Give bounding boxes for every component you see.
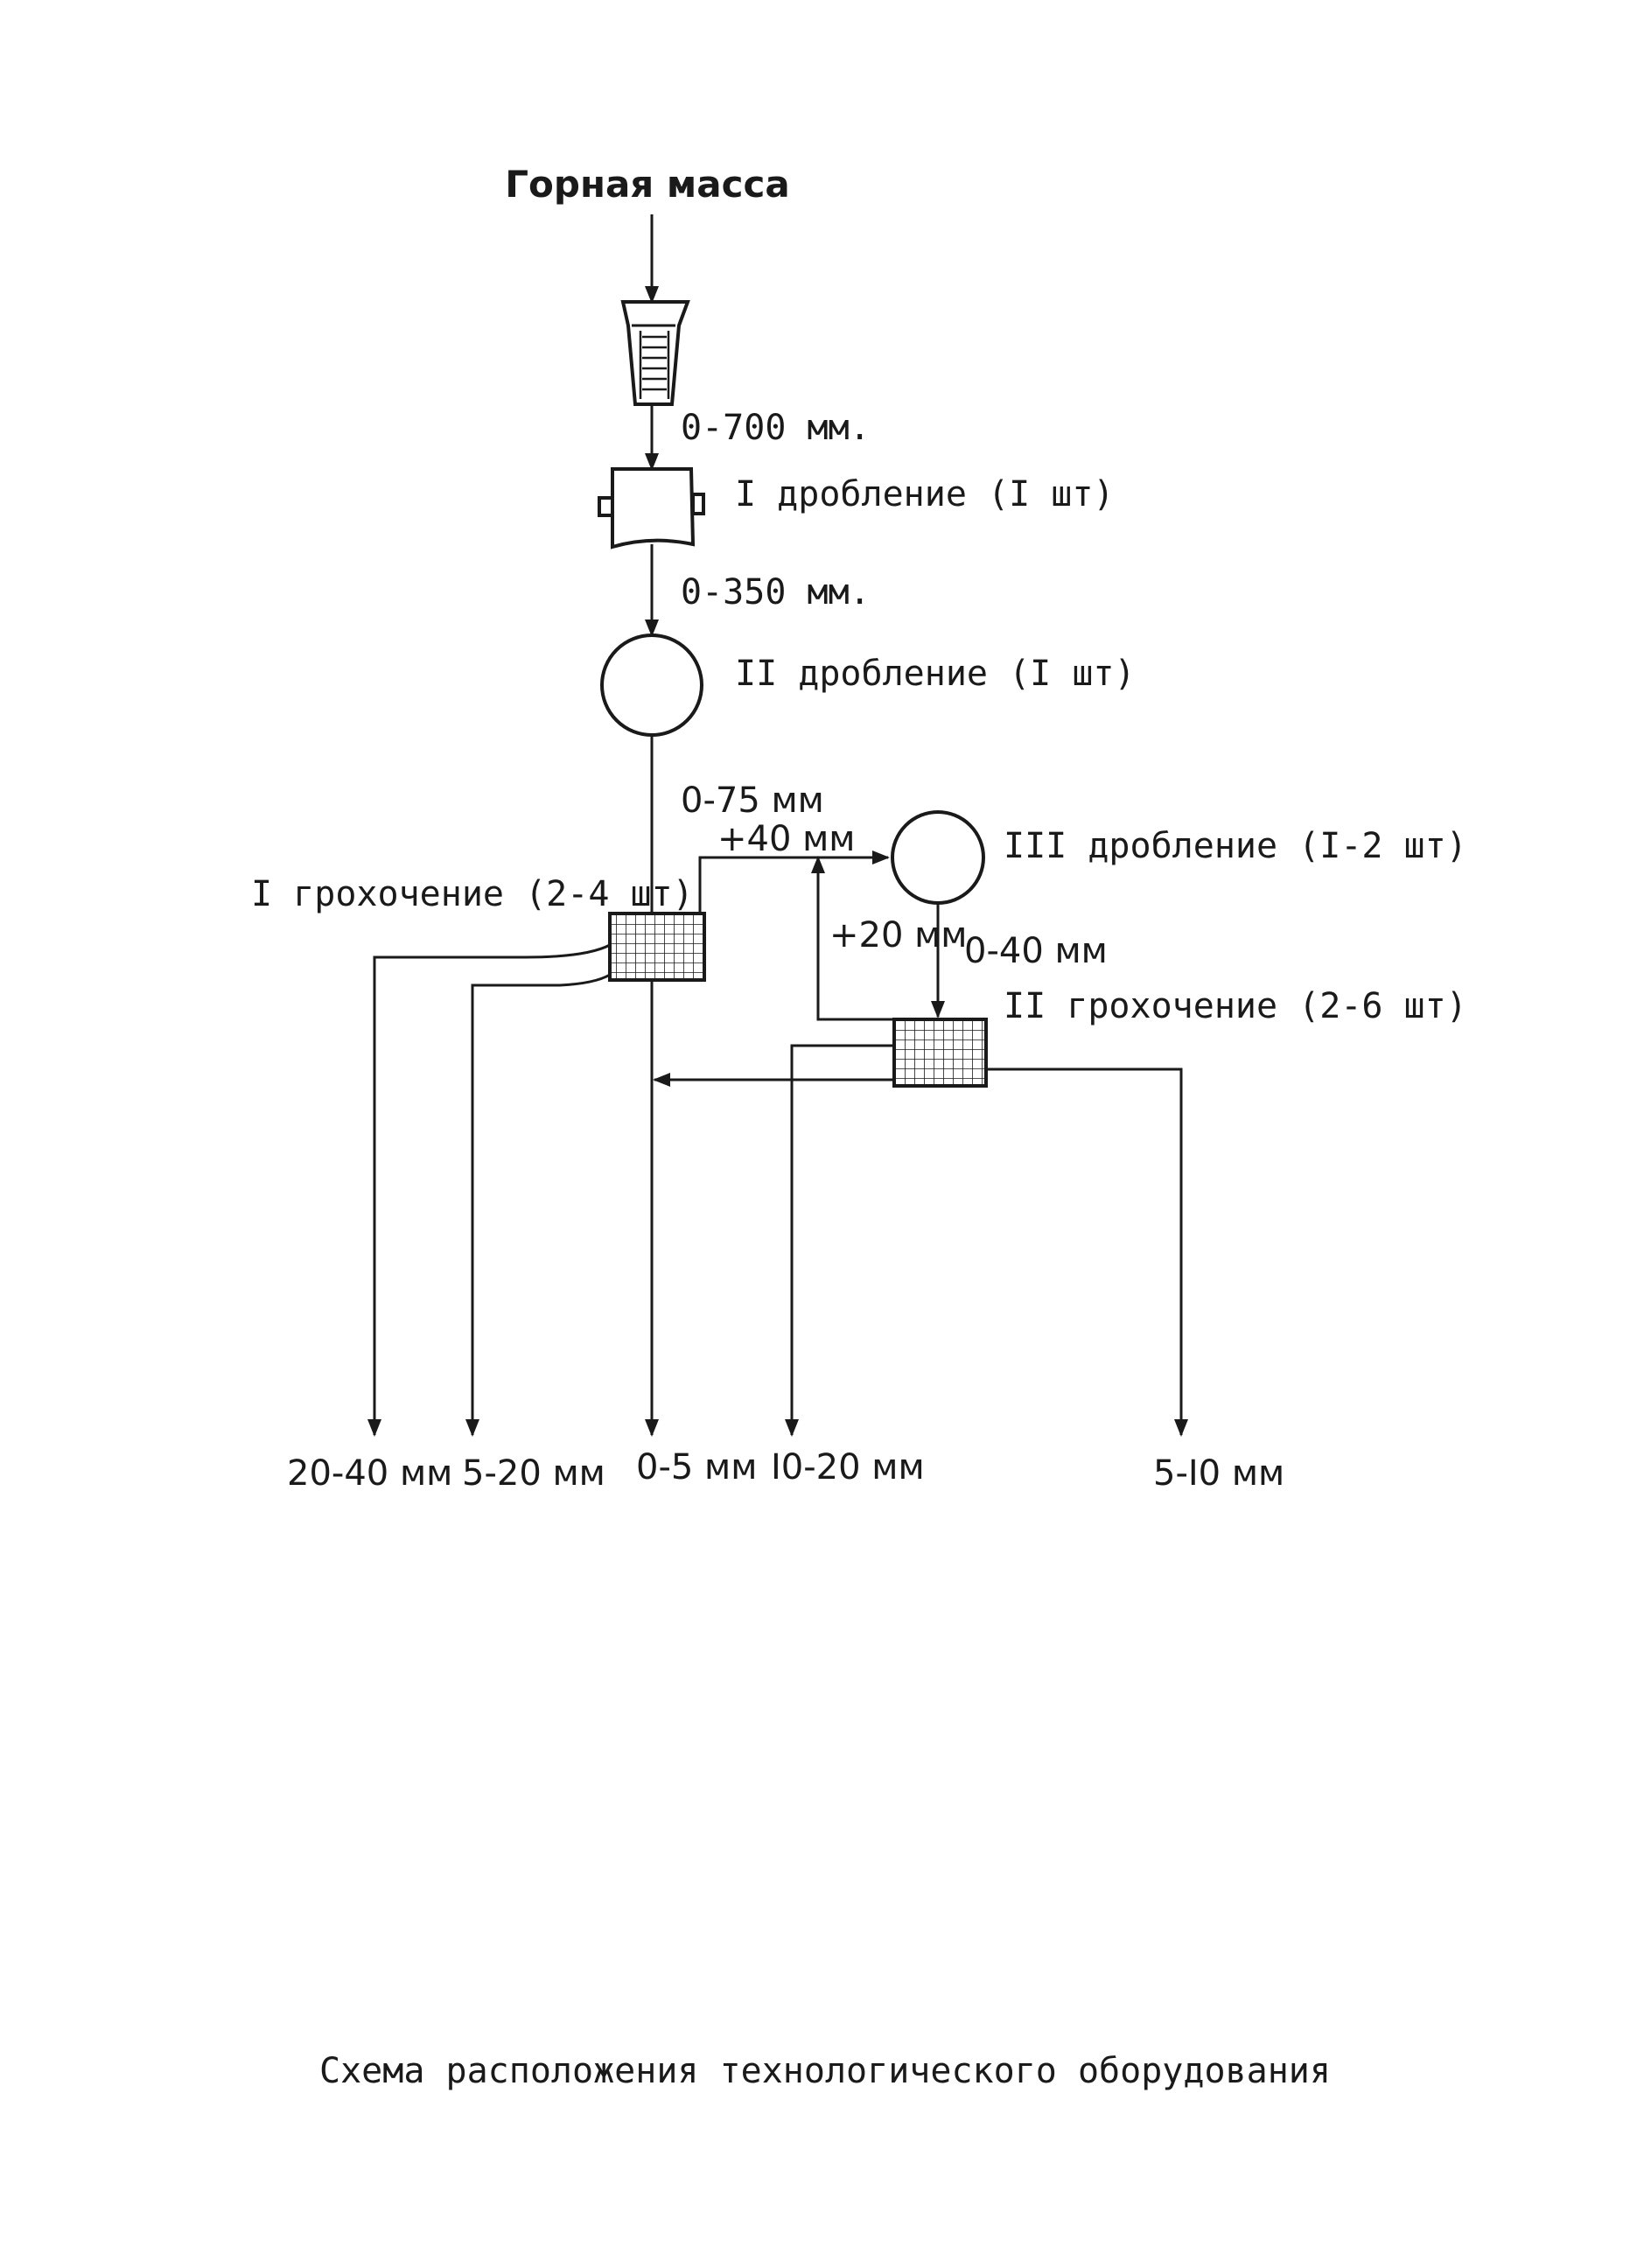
flow-line-oversize <box>698 850 890 914</box>
flow-line-5-20 <box>465 973 611 1437</box>
crusher2-label: II дробление (I шт) <box>735 654 1136 694</box>
size-label-0-350: 0-350 мм. <box>681 572 871 612</box>
size-label-plus-20: +20 мм <box>829 915 967 956</box>
vibrating-screen-icon <box>608 912 706 982</box>
cone-crusher-icon <box>891 810 985 905</box>
crusher1-label: I дробление (I шт) <box>735 474 1114 514</box>
output-label: 5-I0 мм <box>1153 1453 1284 1494</box>
flow-line-5-10 <box>986 1068 1188 1437</box>
screen1-label: I грохочение (2-4 шт) <box>251 874 694 914</box>
hopper-feeder-icon <box>620 300 690 406</box>
screen2-label: II грохочение (2-6 шт) <box>1004 986 1467 1026</box>
vibrating-screen-icon <box>892 1018 988 1088</box>
output-label: 0-5 мм <box>636 1447 757 1488</box>
output-label: 5-20 мм <box>462 1453 605 1494</box>
size-label-plus-40: +40 мм <box>717 819 855 859</box>
size-label-0-75: 0-75 мм <box>681 780 824 821</box>
size-label-0-700: 0-700 мм. <box>681 408 871 448</box>
diagram-caption: Схема расположения технологического обор… <box>319 2051 1331 2091</box>
crusher3-label: III дробление (I-2 шт) <box>1004 826 1467 866</box>
jaw-crusher-icon <box>598 467 705 550</box>
flow-line-10-20 <box>785 1044 894 1437</box>
flow-line-20-40 <box>367 943 611 1437</box>
output-label: 20-40 мм <box>287 1453 452 1494</box>
flow-line-recycle <box>811 856 894 1021</box>
cone-crusher-icon <box>600 634 703 737</box>
output-label: I0-20 мм <box>771 1447 925 1488</box>
input-label: Горная масса <box>505 163 789 206</box>
size-label-0-40: 0-40 мм <box>964 931 1108 971</box>
